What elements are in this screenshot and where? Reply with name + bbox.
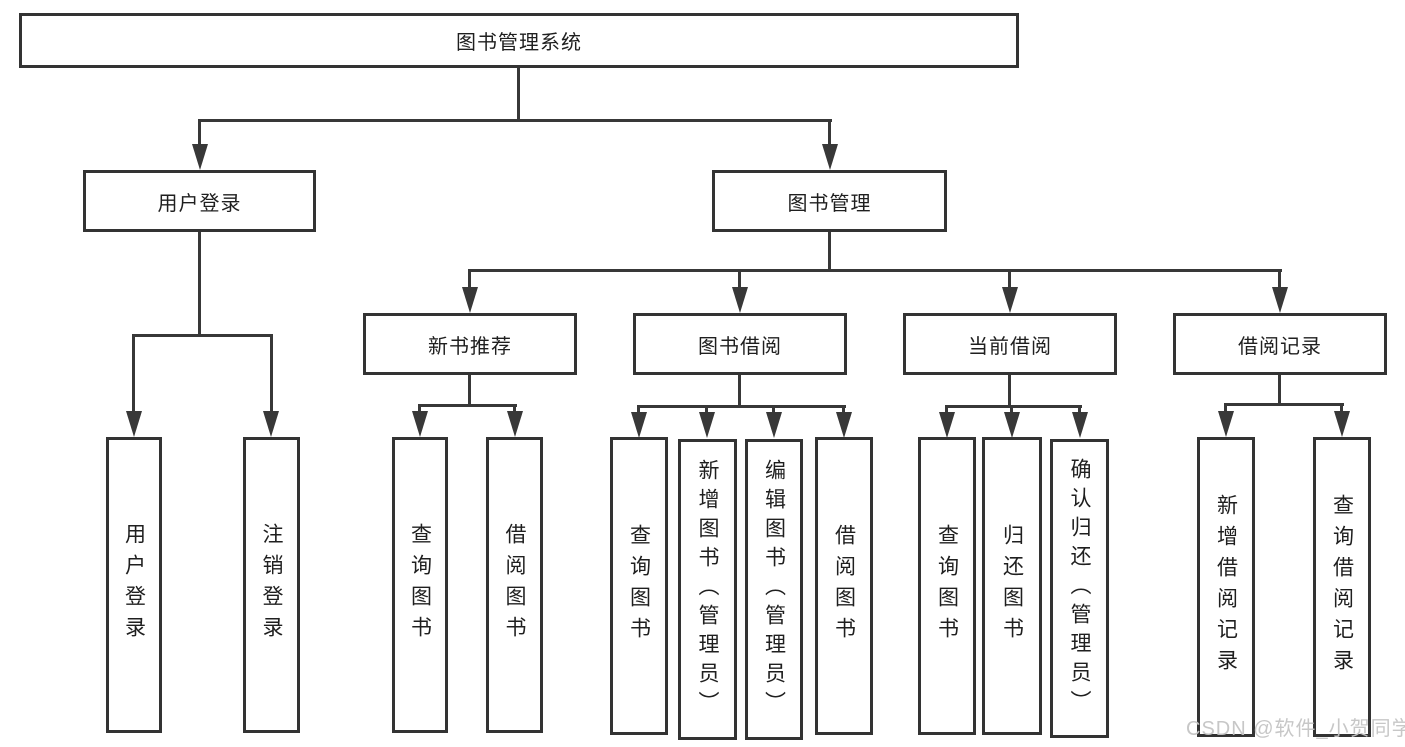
node-query-borrow-record: 查询借阅记录 bbox=[1313, 437, 1371, 737]
node-logout: 注销登录 bbox=[243, 437, 300, 733]
connector-line bbox=[945, 405, 948, 414]
arrow-head bbox=[1218, 411, 1234, 437]
watermark-text: CSDN @软件_小贺同学 bbox=[1186, 718, 1405, 740]
connector-line bbox=[1008, 375, 1011, 408]
node-current-borrow: 当前借阅 bbox=[903, 313, 1117, 375]
arrow-head bbox=[1072, 412, 1088, 438]
connector-line bbox=[418, 404, 517, 407]
arrow-head bbox=[836, 412, 852, 438]
node-confirm-return-admin: 确认归还（管理员） bbox=[1050, 439, 1109, 738]
node-book-management: 图书管理 bbox=[712, 170, 947, 232]
arrow-head bbox=[507, 411, 523, 437]
connector-line bbox=[468, 269, 1282, 272]
node-borrow-records: 借阅记录 bbox=[1173, 313, 1387, 375]
arrow-head bbox=[699, 412, 715, 438]
arrow-head bbox=[732, 287, 748, 313]
node-user-login: 用户登录 bbox=[83, 170, 316, 232]
connector-line bbox=[828, 119, 831, 147]
connector-line bbox=[270, 334, 273, 413]
connector-line bbox=[637, 405, 846, 408]
connector-line bbox=[418, 404, 421, 414]
connector-line bbox=[1224, 403, 1227, 413]
connector-line bbox=[738, 269, 741, 289]
arrow-head bbox=[822, 144, 838, 170]
node-borrow-books-2: 借阅图书 bbox=[815, 437, 873, 735]
connector-line bbox=[637, 405, 640, 414]
connector-line bbox=[828, 232, 831, 272]
arrow-head bbox=[1002, 287, 1018, 313]
connector-line bbox=[517, 68, 520, 122]
arrow-head bbox=[1272, 287, 1288, 313]
node-book-borrow: 图书借阅 bbox=[633, 313, 847, 375]
node-borrow-books-1: 借阅图书 bbox=[486, 437, 543, 733]
node-query-books-3: 查询图书 bbox=[918, 437, 976, 735]
node-add-borrow-record: 新增借阅记录 bbox=[1197, 437, 1255, 737]
connector-line bbox=[468, 269, 471, 289]
node-return-books: 归还图书 bbox=[982, 437, 1042, 735]
connector-line bbox=[1340, 403, 1343, 413]
connector-line bbox=[468, 375, 471, 407]
connector-line bbox=[705, 405, 708, 414]
connector-line bbox=[132, 334, 135, 413]
connector-line bbox=[1008, 269, 1011, 289]
connector-line bbox=[842, 405, 845, 414]
arrow-head bbox=[126, 411, 142, 437]
arrow-head bbox=[263, 411, 279, 437]
arrow-head bbox=[1004, 412, 1020, 438]
connector-line bbox=[1224, 403, 1344, 406]
node-query-books-2: 查询图书 bbox=[610, 437, 668, 735]
connector-line bbox=[1278, 269, 1281, 289]
arrow-head bbox=[1334, 411, 1350, 437]
node-new-book-recommend: 新书推荐 bbox=[363, 313, 577, 375]
connector-line bbox=[198, 119, 832, 122]
node-query-books-1: 查询图书 bbox=[392, 437, 448, 733]
arrow-head bbox=[192, 144, 208, 170]
node-user-login-leaf: 用户登录 bbox=[106, 437, 162, 733]
connector-line bbox=[738, 375, 741, 408]
connector-line bbox=[1010, 405, 1013, 414]
connector-line bbox=[1078, 405, 1081, 414]
connector-line bbox=[198, 232, 201, 337]
arrow-head bbox=[462, 287, 478, 313]
node-edit-books-admin: 编辑图书（管理员） bbox=[745, 439, 803, 740]
node-library-system: 图书管理系统 bbox=[19, 13, 1019, 68]
connector-line bbox=[198, 119, 201, 147]
arrow-head bbox=[631, 412, 647, 438]
node-add-books-admin: 新增图书（管理员） bbox=[678, 439, 737, 740]
arrow-head bbox=[939, 412, 955, 438]
connector-line bbox=[132, 334, 273, 337]
connector-line bbox=[513, 404, 516, 414]
arrow-head bbox=[766, 412, 782, 438]
arrow-head bbox=[412, 411, 428, 437]
connector-line bbox=[772, 405, 775, 414]
connector-line bbox=[945, 405, 1082, 408]
connector-line bbox=[1278, 375, 1281, 406]
